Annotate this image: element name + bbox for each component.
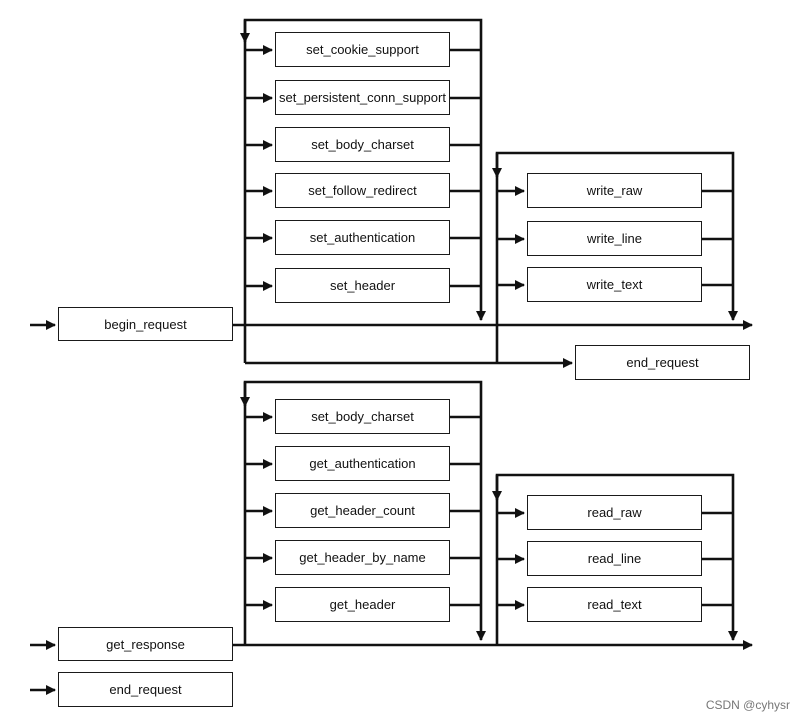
begin-request-box: begin_request <box>58 307 233 341</box>
getter-box-2: get_authentication <box>275 446 450 481</box>
getter-box-5: get_header <box>275 587 450 622</box>
end-request-box-top: end_request <box>575 345 750 380</box>
reader-box-2: read_line <box>527 541 702 576</box>
getter-box-1: set_body_charset <box>275 399 450 434</box>
getter-box-4: get_header_by_name <box>275 540 450 575</box>
end-request-box-bottom: end_request <box>58 672 233 707</box>
get-response-box: get_response <box>58 627 233 661</box>
writer-loop-right <box>495 151 738 363</box>
writer-box-1: write_raw <box>527 173 702 208</box>
setter-box-4: set_follow_redirect <box>275 173 450 208</box>
setter-box-5: set_authentication <box>275 220 450 255</box>
writer-box-3: write_text <box>527 267 702 302</box>
setter-box-2: set_persistent_conn_support <box>275 80 450 115</box>
reader-box-3: read_text <box>527 587 702 622</box>
setter-box-3: set_body_charset <box>275 127 450 162</box>
setter-box-1: set_cookie_support <box>275 32 450 67</box>
getter-box-3: get_header_count <box>275 493 450 528</box>
writer-box-2: write_line <box>527 221 702 256</box>
watermark: CSDN @cyhysr <box>705 698 790 712</box>
setter-box-6: set_header <box>275 268 450 303</box>
reader-box-1: read_raw <box>527 495 702 530</box>
